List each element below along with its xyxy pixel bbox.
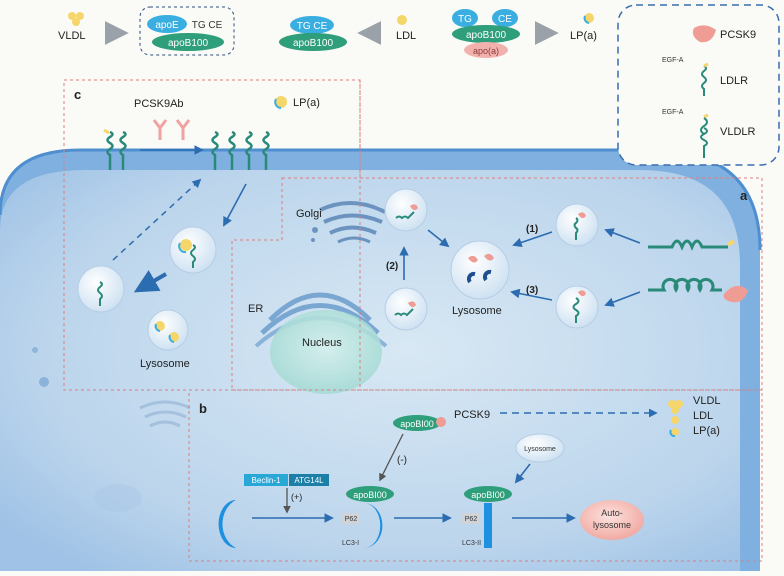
autolysosome-label-2: lysosome xyxy=(593,520,631,530)
receptor-cluster-left xyxy=(106,130,127,170)
promote-label: (+) xyxy=(291,492,302,502)
pcsk9ab-label: PCSK9Ab xyxy=(134,98,184,110)
arrow xyxy=(133,270,167,293)
golgi-icon xyxy=(311,200,386,244)
antibody-icon xyxy=(152,119,168,140)
apob-2-label: apoBI00 xyxy=(471,490,505,500)
step-1-label: (1) xyxy=(526,224,538,235)
lc3-2-label: LC3-II xyxy=(462,540,481,547)
receptor-cluster-right xyxy=(211,130,270,170)
faded-mitochondrion-icon xyxy=(94,484,142,512)
vldlr-vesicle xyxy=(555,285,599,329)
panel-b: b apoBI00 PCSK9 VLDL LDL LP(a) (-) Lysos… xyxy=(188,389,763,562)
autolysosome-label-1: Auto- xyxy=(601,508,623,518)
beclin-label: Beclin-1 xyxy=(252,476,281,485)
small-lysosome xyxy=(515,433,565,463)
apob-free-label: apoBI00 xyxy=(400,419,434,429)
apoe-label: apoE xyxy=(155,20,179,31)
vldl-particle-icon xyxy=(68,12,84,26)
lpa-particle-icon xyxy=(583,13,594,24)
arrow xyxy=(427,229,450,248)
panel-c-letter: c xyxy=(74,87,81,102)
lc3-1-label: LC3-I xyxy=(342,540,359,547)
arrow xyxy=(223,183,247,227)
nucleus xyxy=(270,310,382,394)
lysosome-c-label: Lysosome xyxy=(140,358,190,370)
er-vesicle xyxy=(384,287,428,331)
arrow xyxy=(604,291,641,307)
step-3-label: (3) xyxy=(526,285,538,296)
ldlr-legend-icon xyxy=(701,62,709,96)
atg14l-box xyxy=(289,474,329,486)
legend: PCSK9 EGF-A LDLR EGF-A VLDLR xyxy=(617,4,780,166)
lpa-label: LP(a) xyxy=(570,30,597,42)
out-lpa-label: LP(a) xyxy=(693,425,720,437)
egf-a-label: EGF-A xyxy=(662,57,684,64)
lysosome-label: Lysosome xyxy=(452,305,502,317)
vldlr-membrane-icon xyxy=(648,277,748,303)
lpa-particle-icon xyxy=(274,96,287,109)
atg14l-label: ATG14L xyxy=(294,476,324,485)
lysosome xyxy=(450,240,510,300)
vldlr-legend-label: VLDLR xyxy=(720,126,756,138)
recycling-vesicle xyxy=(77,265,125,313)
nucleus-label: Nucleus xyxy=(302,337,342,349)
arrow xyxy=(510,288,553,301)
panel-c: c PCSK9Ab LP(a) xyxy=(63,79,361,391)
step-2-label: (2) xyxy=(386,261,398,272)
inhibit-arrow xyxy=(379,433,404,482)
recycle-arrow xyxy=(112,178,202,261)
golgi-vesicle xyxy=(384,188,428,232)
out-vldl-label: VLDL xyxy=(693,395,721,407)
inhibit-label: (-) xyxy=(397,455,407,466)
arrow xyxy=(604,228,641,244)
p62-2-label: P62 xyxy=(465,516,478,523)
lipoprotein-output-icon xyxy=(668,400,683,438)
mid-apob-label: apoB100 xyxy=(293,38,333,49)
p62-1-label: P62 xyxy=(345,516,358,523)
panel-b-letter: b xyxy=(199,401,207,416)
ldl-label: LDL xyxy=(396,30,416,42)
top-row: VLDL apoE TG CE apoB100 TG CE apoB100 LD… xyxy=(58,6,597,58)
er-label: ER xyxy=(248,303,263,315)
vldl-label: VLDL xyxy=(58,30,86,42)
out-ldl-label: LDL xyxy=(693,410,713,422)
egf-a-label: EGF-A xyxy=(662,109,684,116)
vldl-composition-box xyxy=(139,6,235,56)
lpa-tg-label: TG xyxy=(458,14,472,25)
arrow xyxy=(512,231,553,248)
faded-golgi-icon xyxy=(139,400,191,428)
golgi-label: Golgi xyxy=(296,208,322,220)
antibody-icon xyxy=(175,119,191,140)
ldlr-membrane-icon xyxy=(648,239,736,251)
lpa-ce-label: CE xyxy=(498,14,512,25)
vldlr-legend-icon xyxy=(700,113,709,158)
pcsk9-label: PCSK9 xyxy=(454,409,490,421)
apob-label: apoB100 xyxy=(168,38,208,49)
pcsk9-legend-label: PCSK9 xyxy=(720,29,756,41)
arrow xyxy=(514,463,531,484)
apob-1-label: apoBI00 xyxy=(353,490,387,500)
pcsk9-legend-icon xyxy=(692,25,716,43)
lpa-label: LP(a) xyxy=(293,97,320,109)
panel-a: a Golgi ER Nucleus (2) xyxy=(231,177,763,394)
small-lysosome-label: Lysosome xyxy=(524,446,556,453)
lpa-apoa-label: apo(a) xyxy=(473,46,499,56)
tg-ce-label: TG CE xyxy=(192,20,223,31)
phagophore-icon xyxy=(218,500,236,548)
lysosome-c xyxy=(147,309,189,351)
autophagosome-closed-icon xyxy=(484,503,492,548)
ldlr-legend-label: LDLR xyxy=(720,75,748,87)
ldlr-vesicle xyxy=(555,203,599,247)
ldl-particle-icon xyxy=(397,15,407,25)
autolysosome xyxy=(580,500,644,540)
beclin-box xyxy=(244,474,288,486)
mid-tg-ce-label: TG CE xyxy=(297,21,328,32)
panel-a-letter: a xyxy=(740,188,748,203)
lpa-apob-label: apoB100 xyxy=(466,30,506,41)
